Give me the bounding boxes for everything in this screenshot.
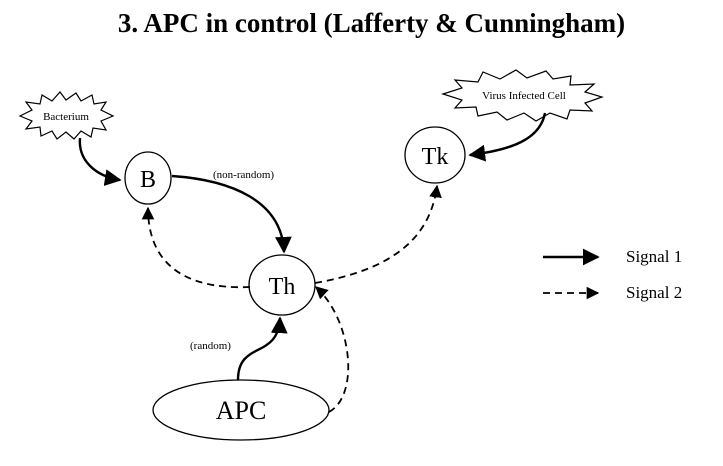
- apc-label: APC: [216, 396, 267, 425]
- random-label: (random): [190, 340, 231, 352]
- bacterium-to-b-arrow: [78, 137, 122, 186]
- b-to-th-arrow: [171, 174, 292, 254]
- tk-cell-label: Tk: [422, 144, 449, 170]
- bacterium-label: Bacterium: [43, 111, 89, 123]
- th-cell-circle: [248, 254, 316, 316]
- b-cell-label: B: [140, 167, 156, 193]
- virus-to-tk-arrow: [468, 112, 547, 162]
- apc-ellipse: [152, 379, 330, 441]
- bacterium-starburst: [18, 91, 115, 140]
- virus-infected-cell-starburst: [441, 69, 604, 122]
- apc-to-th-signal2-arrow: [315, 286, 349, 413]
- th-cell-node: Th: [248, 254, 316, 316]
- tk-cell-circle: [404, 126, 466, 184]
- apc-to-th-arrow: [236, 316, 288, 381]
- legend-signal1-label: Signal 1: [626, 247, 682, 266]
- virus-infected-cell-label: Virus Infected Cell: [482, 90, 566, 102]
- b-cell-node: B: [124, 151, 172, 205]
- th-cell-label: Th: [269, 274, 296, 300]
- bacterium-node: Bacterium: [18, 91, 115, 140]
- apc-node: APC: [152, 379, 330, 441]
- legend: Signal 1 Signal 2: [543, 247, 682, 302]
- legend-signal2-label: Signal 2: [626, 283, 682, 302]
- diagram-title: 3. APC in control (Lafferty & Cunningham…: [117, 8, 626, 38]
- non-random-label: (non-random): [213, 169, 274, 181]
- th-to-b-arrow: [141, 206, 251, 289]
- tk-cell-node: Tk: [404, 126, 466, 184]
- virus-infected-cell-node: Virus Infected Cell: [441, 69, 604, 122]
- b-cell-circle: [124, 151, 172, 205]
- th-to-tk-arrow: [314, 184, 442, 284]
